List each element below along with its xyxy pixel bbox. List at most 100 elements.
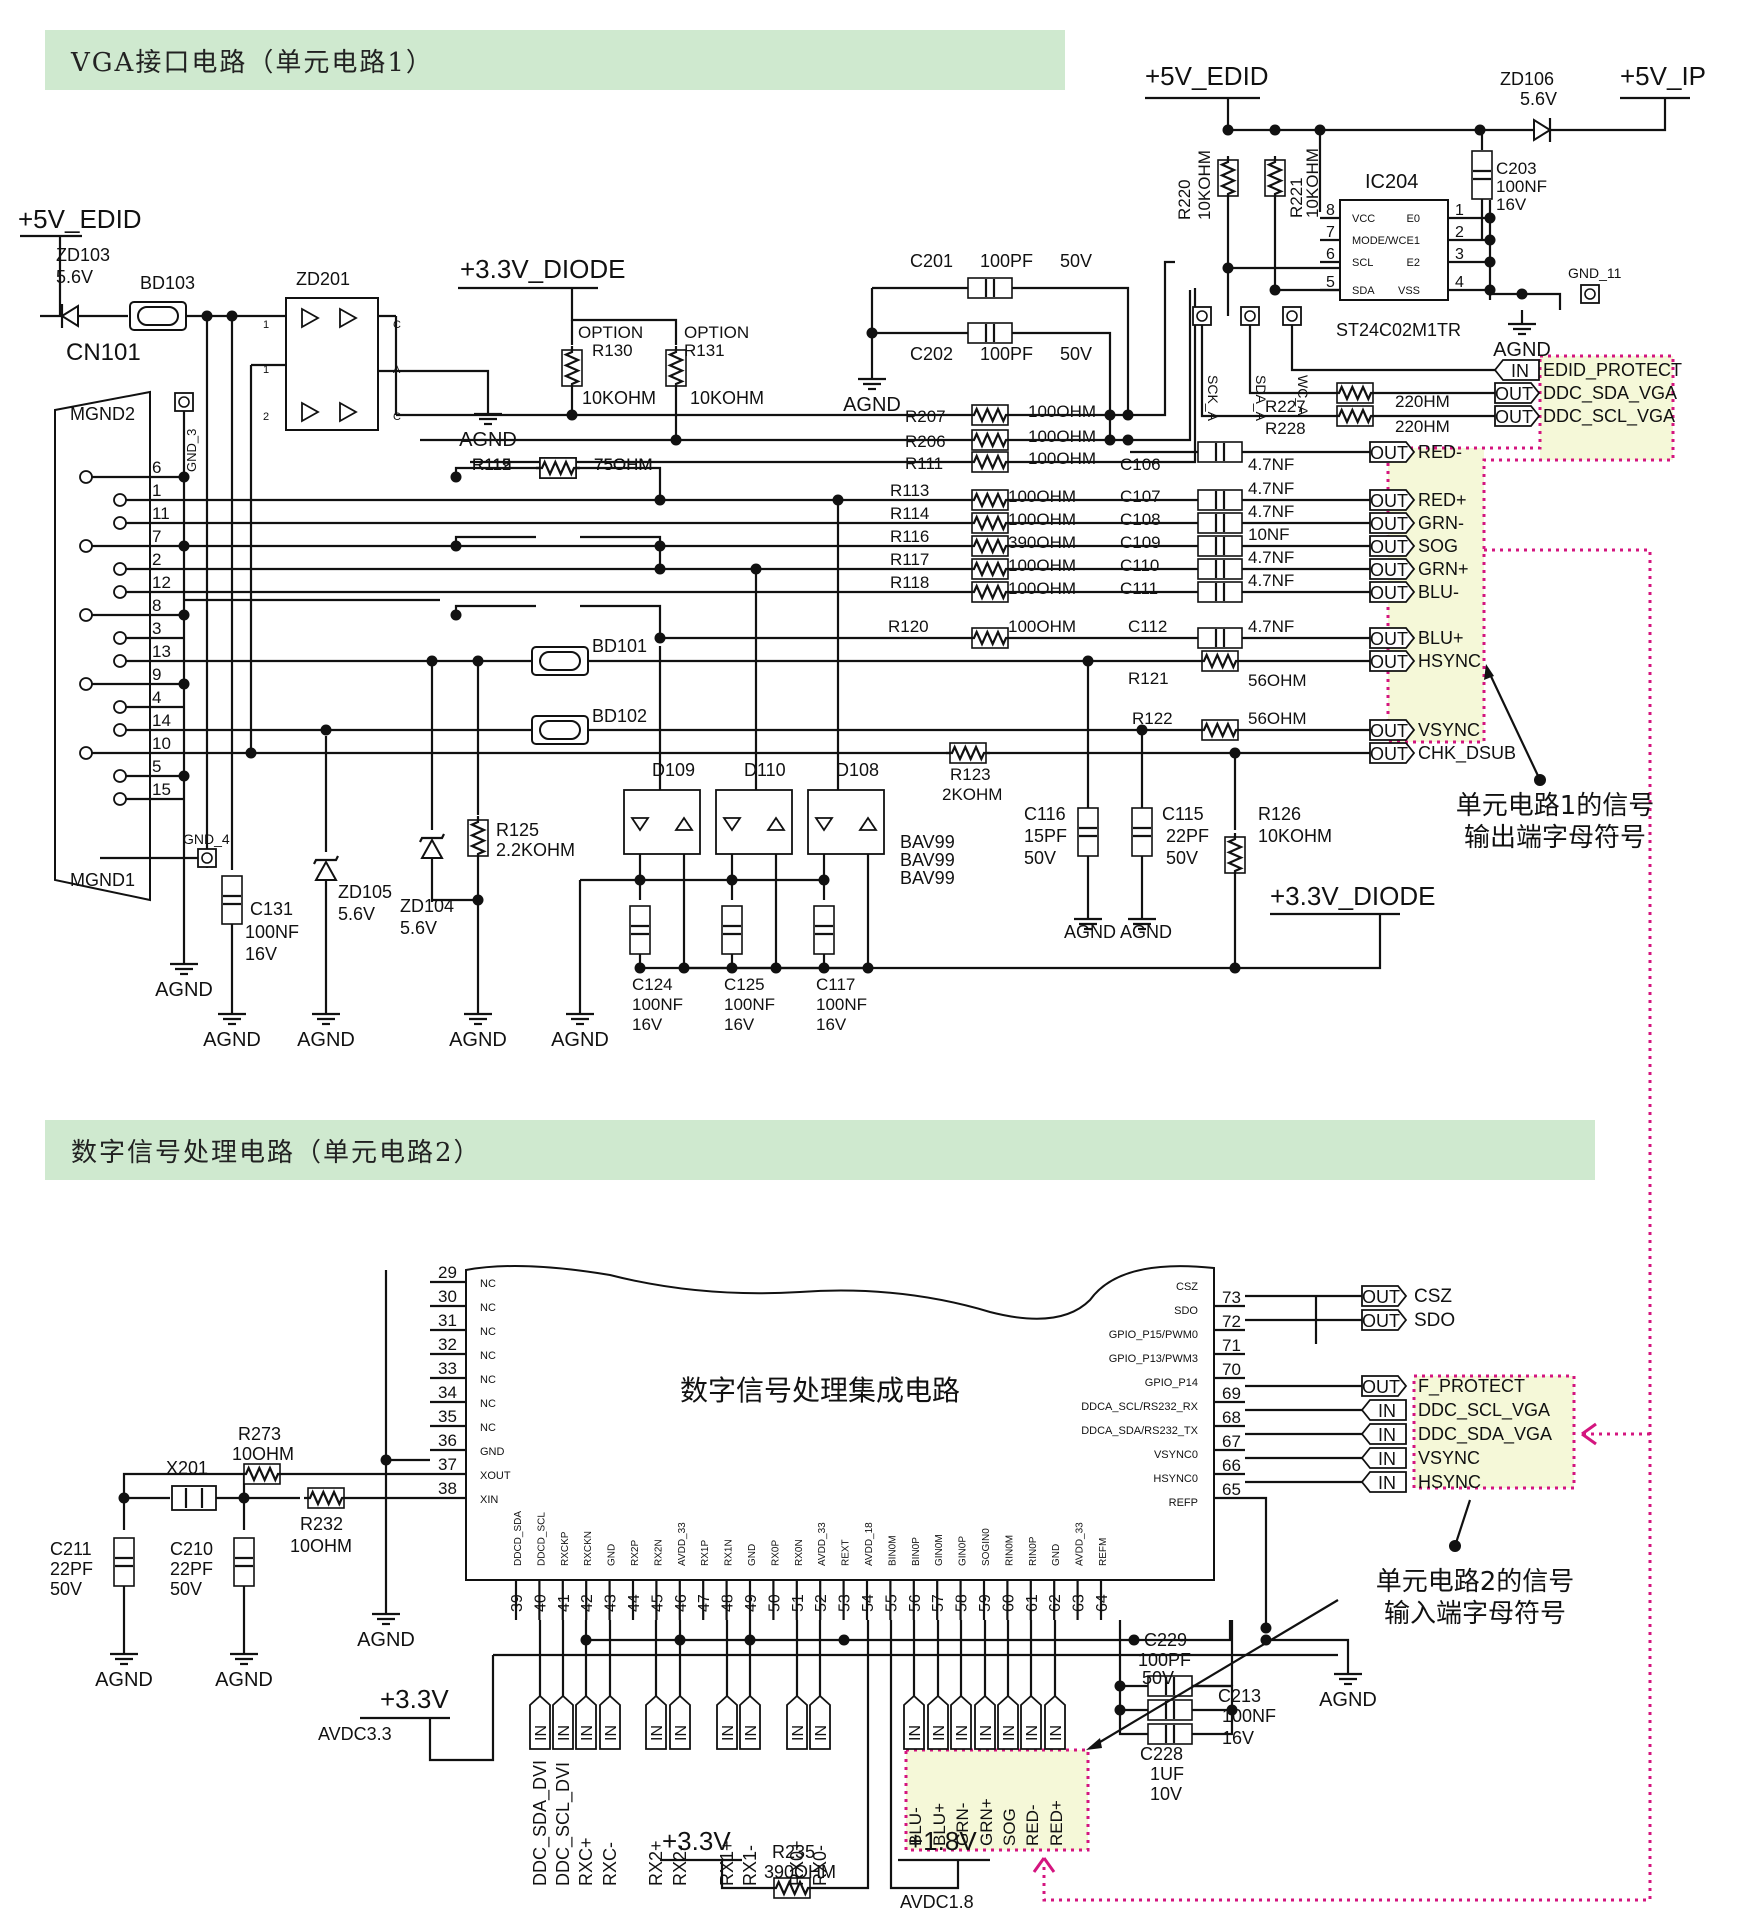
- c115-cap: [1131, 807, 1153, 857]
- junction-dot: [178, 770, 190, 782]
- c110-cap: [1197, 558, 1243, 580]
- junction-dot: [1484, 234, 1496, 246]
- ic204-part: ST24C02M1TR: [1336, 320, 1461, 340]
- chip-right-pin: 69: [1222, 1384, 1241, 1403]
- zd104-zener: [420, 837, 444, 859]
- unit1-signal-label: BLU+: [1418, 628, 1464, 648]
- avdc18-label: AVDC1.8: [900, 1892, 974, 1912]
- x201-label: X201: [166, 1458, 208, 1478]
- unit1-port-word: OUT: [1370, 652, 1408, 672]
- chip-bottom-label: RX1N: [724, 1539, 735, 1566]
- zd201-diode: [301, 307, 320, 329]
- zd201-pin: C: [393, 411, 401, 423]
- chip-bottom-label: GND: [607, 1544, 618, 1566]
- chip-bottom-label: AVDD_33: [1075, 1522, 1086, 1566]
- rgb-in-port-word: IN: [1024, 1725, 1041, 1741]
- zd106-label: ZD106: [1500, 69, 1554, 89]
- chip-right-pin: 72: [1222, 1312, 1241, 1331]
- r131-option: OPTION: [684, 323, 749, 342]
- chip-bottom-label: RX0N: [794, 1539, 805, 1566]
- rgb-input-label: SOG: [1000, 1808, 1019, 1846]
- c108-cap: [1197, 512, 1243, 534]
- bottom-input-label: RXC-: [600, 1842, 620, 1886]
- w: [1266, 1638, 1350, 1660]
- zd105-zener-bar: [313, 855, 339, 865]
- c228-cap: [1147, 1723, 1193, 1745]
- unit1-port: [1369, 719, 1416, 741]
- section2-title: 数字信号处理电路（单元电路2）: [45, 1120, 1595, 1180]
- r220-label: R220: [1175, 179, 1194, 220]
- junction-dot: [450, 609, 462, 621]
- c228-volt: 10V: [1150, 1784, 1182, 1804]
- bottom-input-label: RX1+: [717, 1840, 737, 1886]
- chip-bottom-label: RX0P: [770, 1540, 781, 1566]
- zd201-pin: 1: [263, 319, 269, 331]
- rgb-in-port-word: IN: [1001, 1725, 1018, 1741]
- rail-label: +3.3V_DIODE: [1270, 881, 1435, 911]
- w: [570, 288, 678, 345]
- r131-resistor-zigzag: [667, 346, 685, 390]
- csz-label: CSZ: [1414, 1286, 1452, 1307]
- agnd-label: AGND: [155, 979, 213, 1001]
- testpoint-sda_a: [1240, 306, 1260, 326]
- vga-pin: [113, 493, 127, 507]
- chip-bottom-pin: 45: [649, 1594, 666, 1612]
- ic204-pin: 8: [1326, 202, 1335, 219]
- zd105-label: ZD105: [338, 882, 392, 902]
- bd101-label: BD101: [592, 636, 647, 656]
- unit1-signal-label: GRN+: [1418, 559, 1469, 579]
- w: [720, 1860, 770, 1890]
- bottom-in-port-word: IN: [790, 1725, 807, 1741]
- chip-bottom-label: GND: [1051, 1544, 1062, 1566]
- gnd4-label: GND_4: [183, 831, 230, 847]
- chip-right-pin: 65: [1222, 1480, 1241, 1499]
- vga-pin: [113, 516, 127, 530]
- gnd4-testpoint-ring: [201, 852, 213, 864]
- d110-d1: [722, 817, 742, 832]
- r207-resistor-zigzag: [968, 406, 1012, 424]
- rgb-input-label: GRN-: [953, 1803, 972, 1846]
- w: [1290, 325, 1495, 372]
- r113-value: 100OHM: [1008, 487, 1076, 506]
- junction-dot: [1222, 124, 1234, 136]
- unit1-port-word: OUT: [1370, 583, 1408, 603]
- gnd11-label: GND_11: [1568, 265, 1622, 281]
- avdc33-label: AVDC3.3: [318, 1724, 392, 1744]
- chip-right-label: HSYNC0: [1153, 1473, 1198, 1485]
- zd201-pin: 1: [263, 364, 269, 376]
- bd102-bead: [531, 715, 589, 745]
- chip-bottom-pin: 49: [743, 1594, 760, 1612]
- c125-volt: 16V: [724, 1015, 755, 1034]
- r206-value: 100OHM: [1028, 427, 1096, 446]
- unit2-signal-label: HSYNC: [1418, 1472, 1481, 1492]
- r207-value: 100OHM: [1028, 402, 1096, 421]
- bd103-label: BD103: [140, 273, 195, 293]
- rgb-in-port-word: IN: [954, 1725, 971, 1741]
- csz-port: [1361, 1285, 1408, 1307]
- r227-resistor-zigzag: [1333, 384, 1377, 402]
- r120-resistor-zigzag: [968, 629, 1012, 647]
- d110-label: D110: [744, 760, 786, 780]
- c109-cap: [1197, 535, 1243, 557]
- vga-pin-number: 11: [152, 504, 170, 523]
- r131-label: R131: [684, 341, 725, 360]
- chip-left-label: NC: [480, 1374, 496, 1386]
- annotation-arrow: [1453, 1499, 1472, 1547]
- chip-right-pin: 71: [1222, 1336, 1241, 1355]
- unit1-port: [1369, 650, 1416, 672]
- chip-left-label: NC: [480, 1302, 496, 1314]
- zd105-zener: [314, 859, 338, 881]
- d108-d2: [858, 816, 878, 831]
- unit1-port-word: OUT: [1370, 514, 1408, 534]
- bav99-label: BAV99: [900, 868, 955, 888]
- c117-volt: 16V: [816, 1015, 847, 1034]
- unit1-signal-label: GRN-: [1418, 513, 1464, 533]
- r122-label: R122: [1132, 709, 1173, 728]
- bottom-in-port-word: IN: [533, 1725, 550, 1741]
- c211-volt: 50V: [50, 1579, 82, 1599]
- junction-dot: [654, 632, 666, 644]
- vga-pin: [113, 700, 127, 714]
- zd104-label: ZD104: [400, 896, 454, 916]
- vga-pin-number: 1: [152, 481, 161, 500]
- chip-left-pin: 36: [438, 1431, 457, 1450]
